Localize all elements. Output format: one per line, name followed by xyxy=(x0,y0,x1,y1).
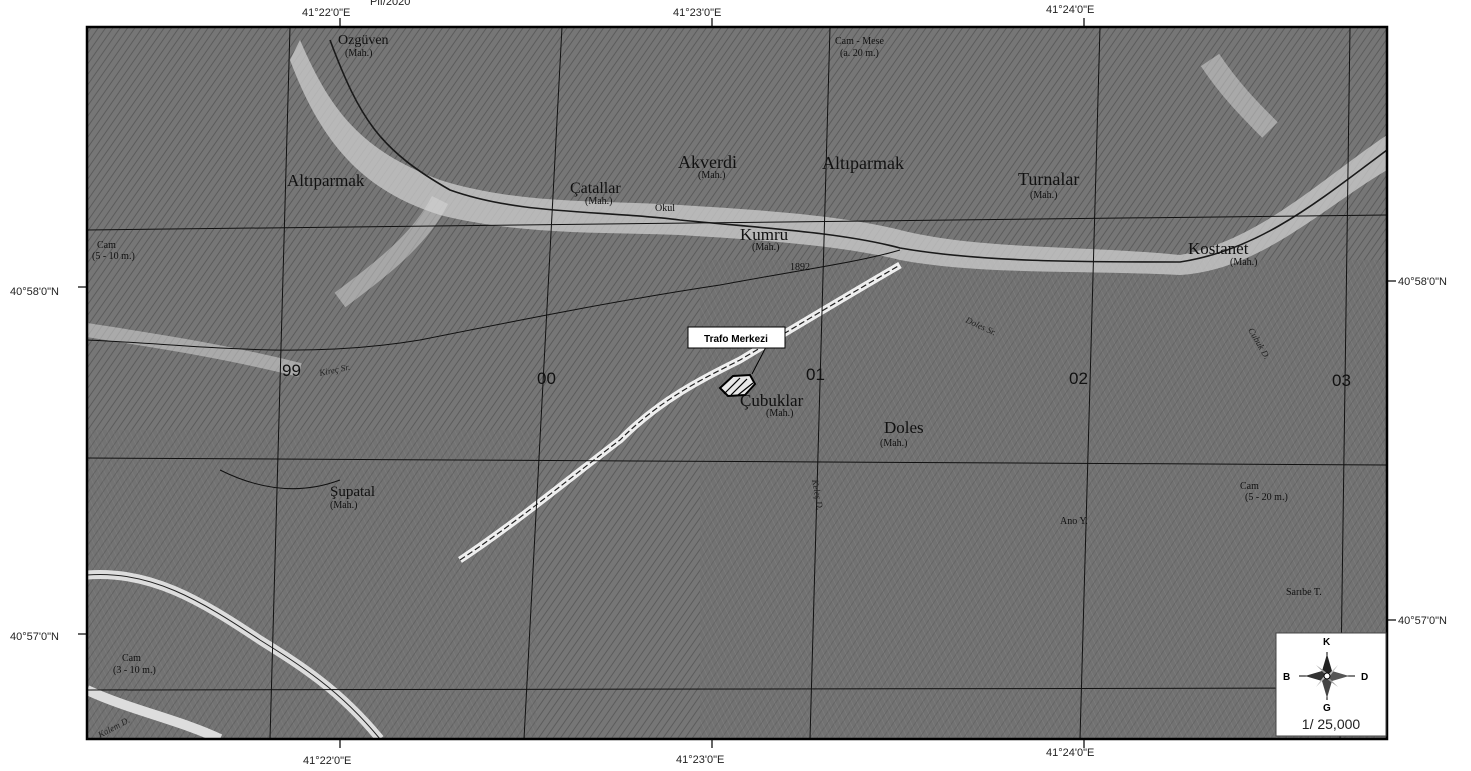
annotation-elevation: 1892 xyxy=(790,262,810,273)
place-ozguven-sub: (Mah.) xyxy=(345,48,373,59)
place-kostanet-sub: (Mah.) xyxy=(1230,257,1258,268)
legend-box: K G B D 1/ 25,000 xyxy=(1275,632,1387,737)
coord-left-1: 40°58'0"N xyxy=(10,286,59,298)
callout-box xyxy=(687,326,786,349)
place-turnalar-sub: (Mah.) xyxy=(1030,190,1058,201)
place-kostanet: Kostanet xyxy=(1188,239,1249,258)
annotation-cam-right: Cam xyxy=(1240,481,1259,492)
annotation-cam-top: Cam - Mese xyxy=(835,36,884,47)
grid-number-00: 00 xyxy=(537,369,556,388)
grid-number-02: 02 xyxy=(1069,369,1088,388)
place-akverdi: Akverdi xyxy=(678,152,737,172)
annotation-cam-top-height: (a. 20 m.) xyxy=(840,48,879,59)
place-cubuklar-sub: (Mah.) xyxy=(766,408,794,419)
coord-right-1: 40°58'0"N xyxy=(1398,276,1447,288)
coord-right-2: 40°57'0"N xyxy=(1398,615,1447,627)
label-okul: Okul xyxy=(655,203,675,214)
road-kirec xyxy=(87,249,901,351)
coord-bottom-3: 41°24'0"E xyxy=(1046,747,1094,759)
annotation-ano: Ano Y. xyxy=(1060,516,1088,527)
scale-label: 1/ 25,000 xyxy=(1302,716,1361,732)
annotation-cam-right-height: (5 - 20 m.) xyxy=(1245,492,1288,503)
coord-bottom-1: 41°22'0"E xyxy=(303,755,351,767)
place-altiparmak-west: Altıparmak xyxy=(287,171,365,190)
annotation-cam-bottom: Cam xyxy=(122,653,141,664)
place-supatal-sub: (Mah.) xyxy=(330,500,358,511)
annotation-cam-left: Cam xyxy=(97,240,116,251)
river-main xyxy=(329,39,1387,263)
annotation-cam-left-height: (5 - 10 m.) xyxy=(92,251,135,262)
place-ozguven: Ozgüven xyxy=(338,33,389,48)
callout-leader xyxy=(751,346,767,375)
place-kumru-sub: (Mah.) xyxy=(752,242,780,253)
compass-south: G xyxy=(1323,703,1331,714)
valley-floor xyxy=(290,40,1387,275)
compass-rose-icon xyxy=(1299,652,1355,700)
place-turnalar: Turnalar xyxy=(1018,169,1079,189)
callout-trafo-merkezi: Trafo Merkezi xyxy=(704,334,768,345)
place-supatal: Şupatal xyxy=(330,484,375,500)
coord-top-1: 41°22'0"E xyxy=(302,7,350,19)
compass-east: D xyxy=(1361,672,1368,683)
place-catallar: Çatallar xyxy=(570,180,621,197)
place-doles-sub: (Mah.) xyxy=(880,438,908,449)
annotation-cam-bottom-height: (3 - 10 m.) xyxy=(113,665,156,676)
compass-north: K xyxy=(1323,637,1331,648)
compass-west: B xyxy=(1283,672,1290,683)
annotation-saribe: Sarıbe T. xyxy=(1286,587,1322,598)
coord-bottom-2: 41°23'0"E xyxy=(676,754,724,766)
grid-number-03: 03 xyxy=(1332,371,1351,390)
place-catallar-sub: (Mah.) xyxy=(585,196,613,207)
coord-top-3: 41°24'0"E xyxy=(1046,4,1094,16)
place-kumru: Kumru xyxy=(740,225,789,244)
grid-lines xyxy=(87,27,1387,739)
map-body xyxy=(87,27,1387,739)
coord-top-2: 41°23'0"E xyxy=(673,7,721,19)
place-doles: Doles xyxy=(884,418,924,437)
coord-left-2: 40°57'0"N xyxy=(10,631,59,643)
grid-number-01: 01 xyxy=(806,365,825,384)
grid-number-99: 99 xyxy=(282,361,301,380)
place-akverdi-sub: (Mah.) xyxy=(698,170,726,181)
place-cubuklar: Çubuklar xyxy=(740,391,804,410)
place-altiparmak-east: Altıparmak xyxy=(822,153,904,173)
header-fragment: Plı/2020 xyxy=(370,0,410,8)
map-frame xyxy=(85,25,1389,741)
